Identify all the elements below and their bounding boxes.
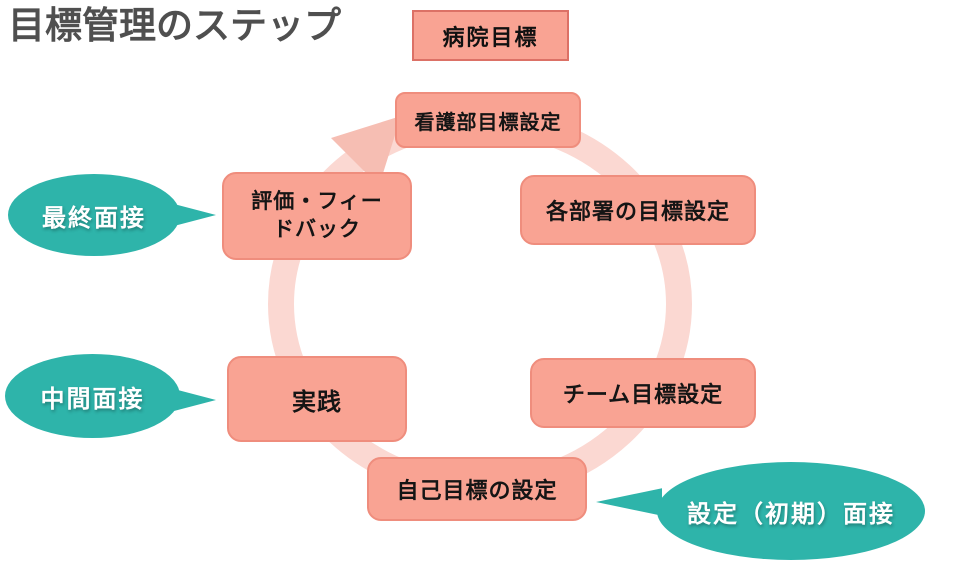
callout-final-interview: 最終面接 <box>8 174 180 256</box>
callout-label: 設定（初期）面接 <box>687 500 895 528</box>
callout-midterm-interview: 中間面接 <box>5 354 180 438</box>
step-label: 実践 <box>292 388 342 416</box>
step-box-self-goal: 自己目標の設定 <box>367 457 587 521</box>
callout-initial-interview: 設定（初期）面接 <box>657 462 925 560</box>
step-label: チーム目標設定 <box>562 382 724 407</box>
callout-label: 中間面接 <box>40 385 145 413</box>
hospital-goal-box: 病院目標 <box>412 10 569 61</box>
step-label: 評価・フィー ドバック <box>251 189 383 241</box>
step-label: 看護部目標設定 <box>414 111 562 134</box>
step-label: 各部署の目標設定 <box>545 199 730 224</box>
step-box-nursing-goal: 看護部目標設定 <box>395 92 581 148</box>
callout-label: 最終面接 <box>42 204 146 232</box>
step-box-department-goal: 各部署の目標設定 <box>520 175 756 245</box>
page-title: 目標管理のステップ <box>8 5 341 46</box>
hospital-goal-label: 病院目標 <box>442 24 539 50</box>
step-box-team-goal: チーム目標設定 <box>530 358 756 428</box>
step-box-practice: 実践 <box>227 356 407 442</box>
step-box-evaluation-feedback: 評価・フィー ドバック <box>222 172 412 260</box>
cycle-arrow-head-icon <box>331 116 401 186</box>
step-label: 自己目標の設定 <box>396 478 558 503</box>
